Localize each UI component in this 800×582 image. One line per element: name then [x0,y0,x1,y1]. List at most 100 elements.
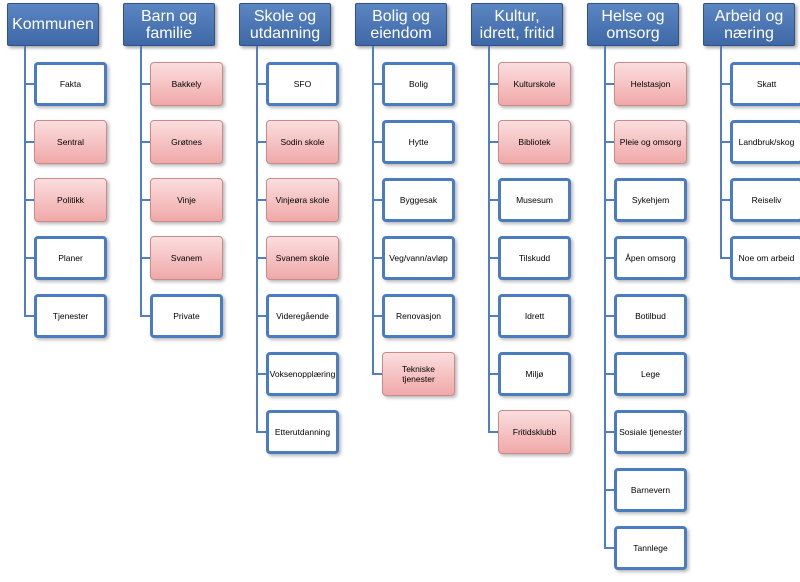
connector-vertical [256,46,258,432]
connector-vertical [372,46,374,374]
category-header[interactable]: Kultur, idrett, fritid [471,3,563,46]
connector-horizontal [604,373,615,375]
item-box[interactable]: Musesum [498,178,571,222]
item-box[interactable]: Tannlege [614,526,687,570]
connector-horizontal [256,83,267,85]
item-box[interactable]: Fakta [34,62,107,106]
item-box[interactable]: Helstasjon [614,62,687,106]
connector-vertical [24,46,26,316]
category-header[interactable]: Bolig og eiendom [355,3,447,46]
connector-horizontal [256,431,267,433]
item-box[interactable]: Svanem [150,236,223,280]
connector-vertical [488,46,490,432]
item-box[interactable]: Sodin skole [266,120,339,164]
connector-vertical [604,46,606,548]
category-header[interactable]: Kommunen [7,3,99,46]
connector-horizontal [24,83,35,85]
connector-horizontal [488,199,499,201]
item-box[interactable]: Skatt [730,62,800,106]
item-box[interactable]: Lege [614,352,687,396]
item-box[interactable]: Åpen omsorg [614,236,687,280]
item-box[interactable]: Politikk [34,178,107,222]
connector-horizontal [372,83,383,85]
connector-horizontal [140,315,151,317]
item-box[interactable]: SFO [266,62,339,106]
item-box[interactable]: Landbruk/skog [730,120,800,164]
connector-horizontal [488,315,499,317]
connector-horizontal [604,83,615,85]
connector-horizontal [372,141,383,143]
connector-horizontal [604,199,615,201]
connector-horizontal [140,257,151,259]
item-box[interactable]: Vinjeøra skole [266,178,339,222]
item-box[interactable]: Fritidsklubb [498,410,571,454]
connector-horizontal [488,141,499,143]
connector-horizontal [372,373,383,375]
item-box[interactable]: Barnevern [614,468,687,512]
item-box[interactable]: Miljø [498,352,571,396]
connector-horizontal [372,199,383,201]
item-box[interactable]: Pleie og omsorg [614,120,687,164]
category-header[interactable]: Barn og familie [123,3,215,46]
item-box[interactable]: Kulturskole [498,62,571,106]
item-box[interactable]: Bakkely [150,62,223,106]
item-box[interactable]: Planer [34,236,107,280]
connector-horizontal [24,199,35,201]
item-box[interactable]: Vinje [150,178,223,222]
connector-horizontal [24,257,35,259]
item-box[interactable]: Botilbud [614,294,687,338]
item-box[interactable]: Reiseliv [730,178,800,222]
item-box[interactable]: Private [150,294,223,338]
connector-horizontal [24,141,35,143]
item-box[interactable]: Veg/vann/avløp [382,236,455,280]
item-box[interactable]: Sentral [34,120,107,164]
connector-vertical [140,46,142,316]
connector-horizontal [256,257,267,259]
item-box[interactable]: Videregående [266,294,339,338]
item-box[interactable]: Etterutdanning [266,410,339,454]
item-box[interactable]: Sykehjem [614,178,687,222]
item-box[interactable]: Svanem skole [266,236,339,280]
item-box[interactable]: Bolig [382,62,455,106]
item-box[interactable]: Grøtnes [150,120,223,164]
connector-horizontal [256,373,267,375]
item-box[interactable]: Tilskudd [498,236,571,280]
item-box[interactable]: Bibliotek [498,120,571,164]
connector-horizontal [24,315,35,317]
connector-horizontal [604,489,615,491]
item-box[interactable]: Tekniske tjenester [382,352,455,396]
connector-horizontal [720,199,731,201]
category-header[interactable]: Helse og omsorg [587,3,679,46]
item-box[interactable]: Byggesak [382,178,455,222]
connector-horizontal [488,373,499,375]
connector-horizontal [604,315,615,317]
connector-horizontal [372,257,383,259]
connector-horizontal [604,141,615,143]
connector-horizontal [140,83,151,85]
item-box[interactable]: Renovasjon [382,294,455,338]
connector-horizontal [720,257,731,259]
item-box[interactable]: Noe om arbeid [730,236,800,280]
connector-vertical [720,46,722,258]
item-box[interactable]: Sosiale tjenester [614,410,687,454]
connector-horizontal [604,257,615,259]
connector-horizontal [256,141,267,143]
connector-horizontal [604,547,615,549]
item-box[interactable]: Voksenopplæring [266,352,339,396]
connector-horizontal [372,315,383,317]
item-box[interactable]: Tjenester [34,294,107,338]
item-box[interactable]: Hytte [382,120,455,164]
connector-horizontal [256,199,267,201]
item-box[interactable]: Idrett [498,294,571,338]
category-header[interactable]: Arbeid og næring [703,3,795,46]
connector-horizontal [720,83,731,85]
category-header[interactable]: Skole og utdanning [239,3,331,46]
